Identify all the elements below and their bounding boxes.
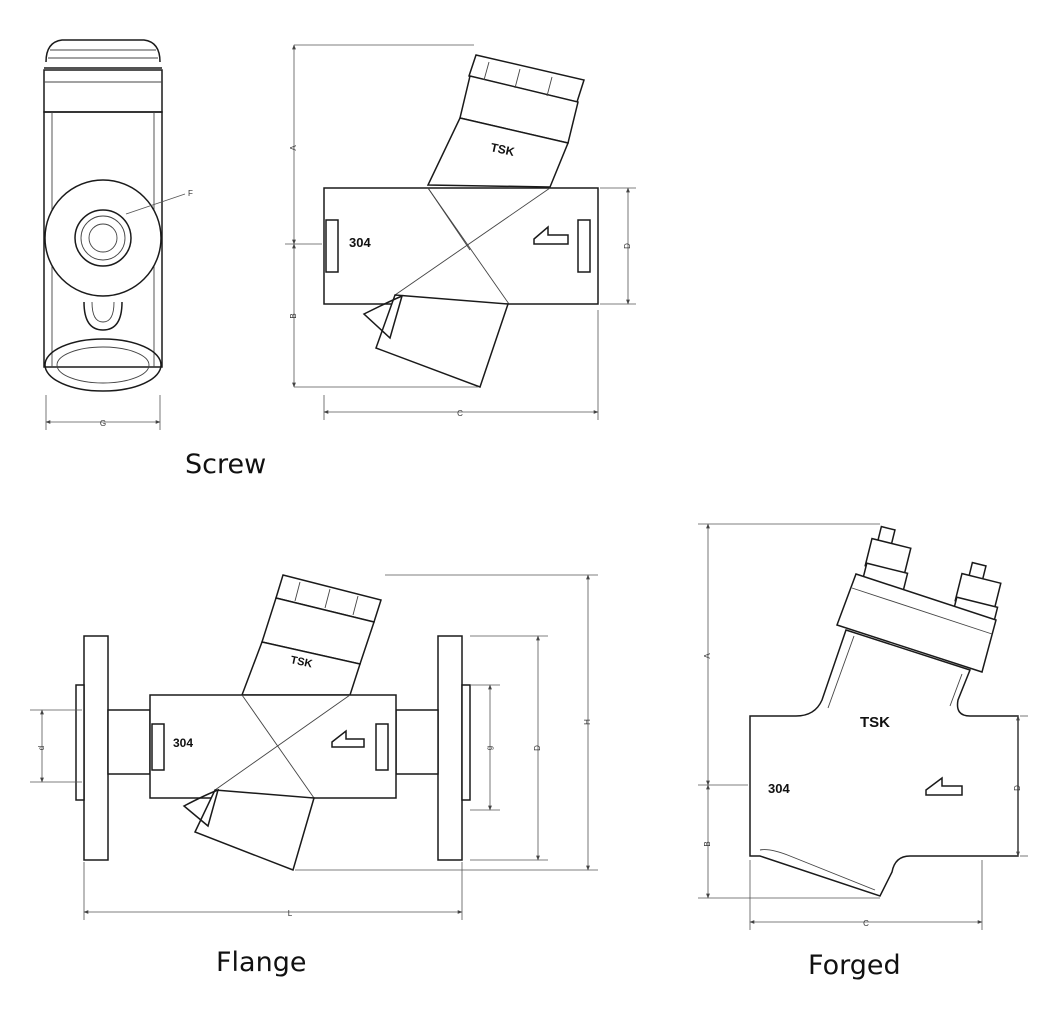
brand-mark: TSK (289, 654, 313, 670)
dim-label-D: D (533, 745, 542, 751)
dim-label-A: A (703, 653, 712, 659)
caption-screw: Screw (185, 449, 267, 480)
dim-label-F: F (188, 189, 193, 198)
dim-label-D: D (623, 243, 632, 249)
flange-view: TSK 304 d g D H L (30, 574, 598, 920)
screw-side-view: F G (43, 39, 193, 430)
forged-view: TSK 304 A B D C (698, 523, 1028, 930)
dim-label-H: H (583, 719, 592, 725)
material-mark: 304 (173, 736, 193, 750)
material-mark: 304 (349, 235, 371, 250)
dim-label-L: L (288, 909, 293, 918)
dim-label-A: A (289, 145, 298, 151)
dim-label-g: g (485, 746, 494, 750)
brand-mark: TSK (489, 140, 516, 159)
screw-front-view: TSK 304 A B C D (285, 44, 636, 420)
dim-label-C: C (863, 919, 869, 928)
caption-flange: Flange (216, 947, 307, 978)
dim-label-D: D (1013, 785, 1022, 791)
dim-label-B: B (703, 841, 712, 846)
material-mark: 304 (768, 781, 790, 796)
dim-label-C: C (457, 409, 463, 418)
dim-label-G: G (100, 419, 106, 428)
dim-label-d: d (37, 746, 46, 750)
brand-mark: TSK (860, 714, 890, 731)
caption-forged: Forged (808, 950, 901, 981)
dim-label-B: B (289, 313, 298, 318)
